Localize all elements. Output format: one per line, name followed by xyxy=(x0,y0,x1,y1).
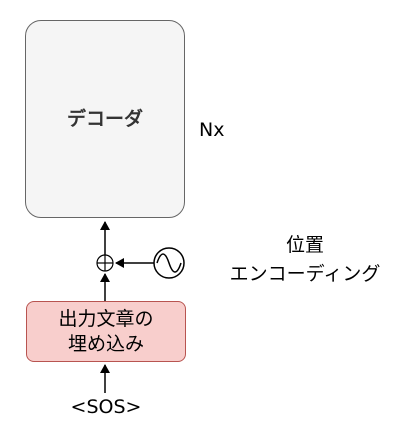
sos-token-label: <SOS> xyxy=(70,396,142,418)
decoder-block: デコーダ xyxy=(25,20,185,218)
positional-encoding-line2: エンコーディング xyxy=(229,263,381,285)
positional-encoding-label: 位置 エンコーディング xyxy=(215,231,395,289)
add-circle-icon xyxy=(96,254,114,272)
output-embedding-block: 出力文章の 埋め込み xyxy=(26,301,186,362)
decoder-label: デコーダ xyxy=(66,107,143,130)
repeat-count-label: Nx xyxy=(199,119,225,141)
embedding-line1: 出力文章の xyxy=(58,307,154,330)
positional-encoding-line1: 位置 xyxy=(285,234,324,256)
sine-wave-icon xyxy=(153,247,185,279)
embedding-line2: 埋め込み xyxy=(67,332,144,355)
